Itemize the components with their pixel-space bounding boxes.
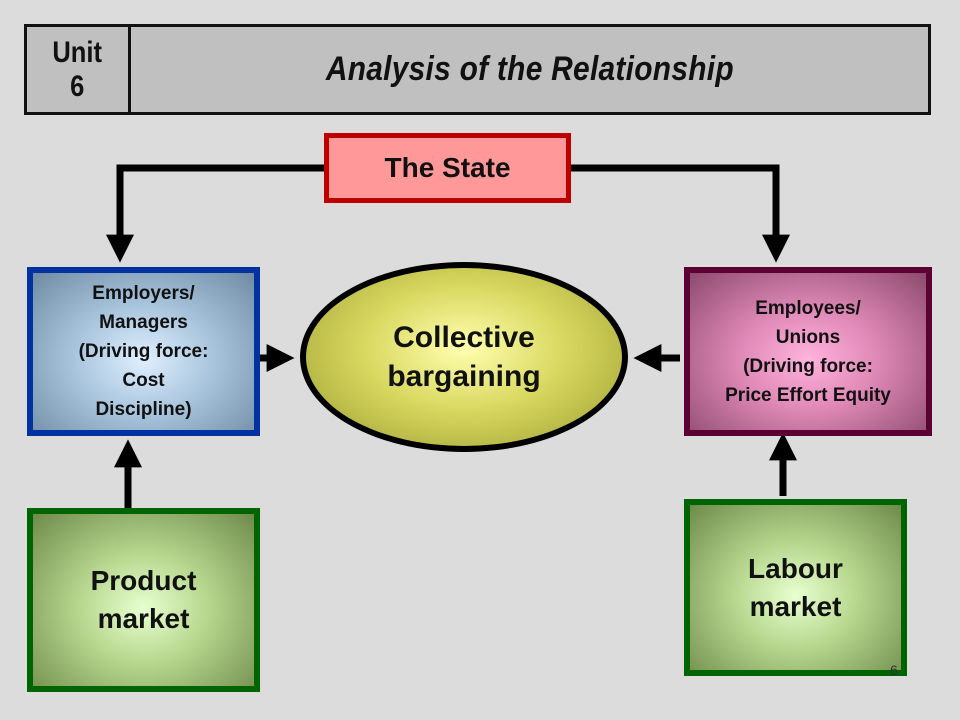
product-market-label: Product market [90, 565, 197, 634]
node-collective-bargaining: Collective bargaining [300, 262, 628, 452]
employees-label: Employees/ Unions (Driving force: Price … [725, 297, 891, 406]
employers-label: Employers/ Managers (Driving force: Cost… [78, 283, 209, 420]
collective-bargaining-label: Collective bargaining [387, 321, 541, 393]
node-product-market: Product market [27, 508, 260, 692]
page-title: Analysis of the Relationship [325, 50, 734, 88]
state-label: The State [384, 152, 511, 183]
node-labour-market: Labour market [684, 499, 907, 676]
node-the-state: The State [324, 133, 571, 203]
arrow-state-to-employees [571, 164, 790, 263]
unit-box: Unit 6 [27, 27, 131, 112]
labour-market-label: Labour market [748, 552, 843, 622]
node-employees-unions: Employees/ Unions (Driving force: Price … [684, 267, 932, 436]
title-box: Analysis of the Relationship [131, 27, 928, 112]
page-number: 6 [890, 662, 898, 678]
header-bar: Unit 6 Analysis of the Relationship [24, 24, 931, 115]
arrow-state-to-employers [106, 164, 324, 263]
unit-label: Unit 6 [52, 35, 103, 103]
node-employers-managers: Employers/ Managers (Driving force: Cost… [27, 267, 260, 436]
